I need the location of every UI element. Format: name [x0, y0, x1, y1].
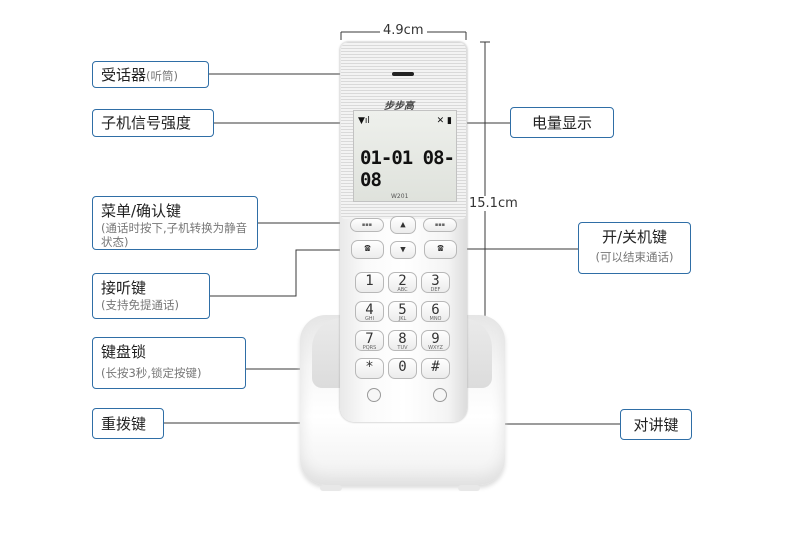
screen-time: 01-01 08-08	[360, 147, 455, 191]
key-star-keylock[interactable]: *	[355, 358, 384, 379]
down-button[interactable]: ▼	[390, 241, 416, 259]
key-hash[interactable]: #	[421, 358, 450, 379]
callout-answer: 接听键 (支持免提通话)	[92, 273, 210, 319]
lcd-screen: ▼ıl ✕ ▮ 01-01 08-08	[353, 110, 457, 202]
key-0[interactable]: 0	[388, 358, 417, 379]
callout-receiver: 受话器(听筒)	[92, 61, 209, 88]
model-label: W201	[391, 193, 409, 200]
earpiece	[392, 72, 414, 76]
brand-logo: 步步高	[384, 101, 414, 112]
callout-power: 开/关机键 (可以结束通话)	[578, 222, 691, 274]
callout-intercom: 对讲键	[620, 409, 692, 440]
callout-signal: 子机信号强度	[92, 109, 214, 137]
base-foot	[458, 485, 480, 491]
callout-redial: 重拨键	[92, 408, 164, 439]
height-label: 15.1cm	[466, 196, 521, 211]
menu-confirm-button[interactable]: ▪▪▪	[350, 218, 384, 232]
callout-keylock: 键盘锁 (长按3秒,锁定按键)	[92, 337, 246, 389]
line-answer	[210, 249, 356, 297]
callout-battery: 电量显示	[510, 107, 614, 138]
callout-menu: 菜单/确认键 (通话时按下,子机转换为静音状态)	[92, 196, 258, 250]
signal-icon: ▼ıl	[358, 116, 370, 126]
up-button[interactable]: ▲	[390, 216, 416, 234]
width-label: 4.9cm	[380, 23, 427, 38]
key-1[interactable]: 1	[355, 272, 384, 293]
base-foot	[320, 485, 342, 491]
intercom-button[interactable]	[433, 388, 447, 402]
power-end-button[interactable]: ☎	[424, 240, 457, 259]
battery-icon: ✕ ▮	[436, 116, 452, 126]
answer-button[interactable]: ☎	[351, 240, 384, 259]
redial-button[interactable]	[367, 388, 381, 402]
right-soft-button[interactable]: ▪▪▪	[423, 218, 457, 232]
